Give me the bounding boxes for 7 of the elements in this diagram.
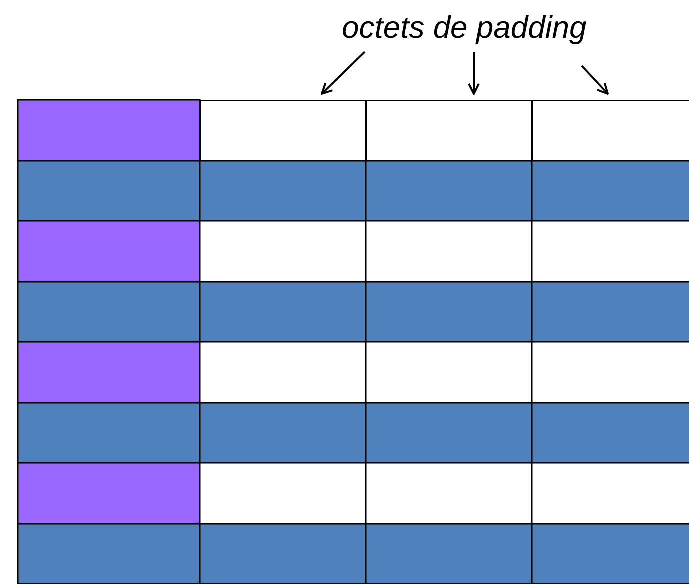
padding-byte-cell xyxy=(366,100,532,161)
padding-byte-cell xyxy=(532,100,689,161)
padding-byte-cell xyxy=(200,100,366,161)
leader-arrow xyxy=(581,65,609,95)
leader-arrow xyxy=(468,52,480,95)
leader-arrow xyxy=(321,51,366,95)
callout-label: octets de padding xyxy=(342,6,687,50)
